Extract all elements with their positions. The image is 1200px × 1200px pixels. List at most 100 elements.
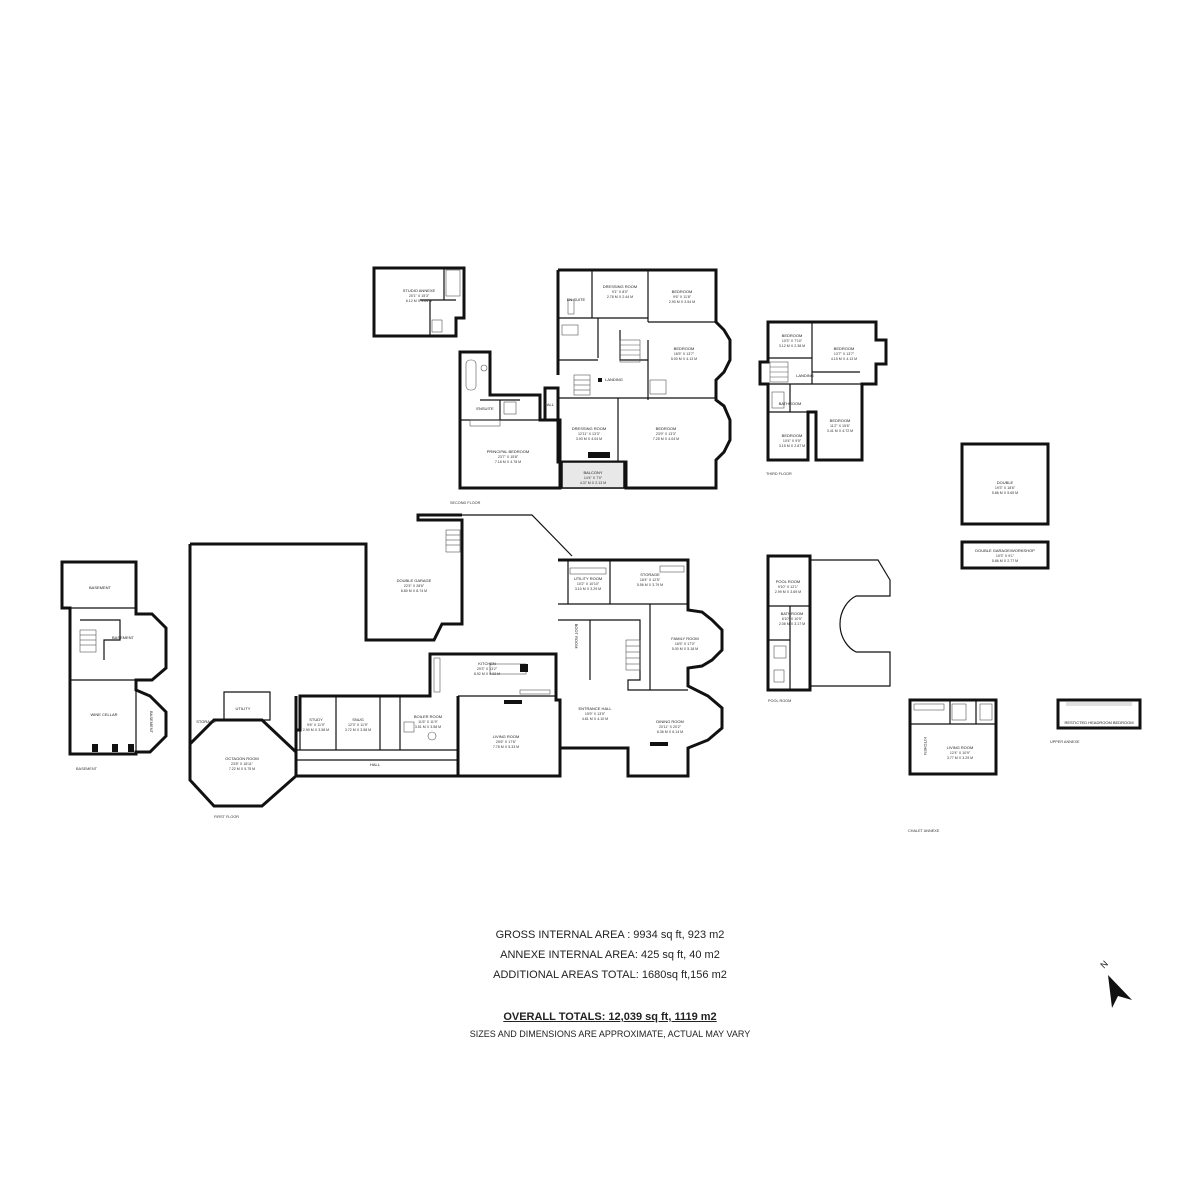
gross-internal-area: GROSS INTERNAL AREA : 9934 sq ft, 923 m2 [495,929,725,941]
room-metric-bedroom-third-a: 3.12 M X 2.38 M [779,344,805,348]
room-dims-living-room-chalet: 12'4" X 10'9" [950,751,971,755]
room-metric-dressing-room-second: 3.93 M X 4.04 M [576,437,602,441]
room-dims-double-garage-workshop: 19'3" X 9'1" [996,554,1015,558]
room-metric-kitchen: 8.92 M X 4.02 M [474,672,500,676]
room-metric-bedroom-second: 7.25 M X 4.04 M [653,437,679,441]
room-name-octagon-room: OCTAGON ROOM [225,756,258,761]
room-metric-principal-bedroom: 7.18 M X 4.78 M [495,460,521,464]
room-dims-boiler-room: 11'6" X 11'9" [418,720,438,724]
room-name-double-garage-workshop: DOUBLE GARAGE/WORKSHOP [975,548,1035,553]
room-dims-octagon-room: 23'8" X 18'11" [231,762,254,766]
room-dims-bedroom-third-b: 13'7" X 13'7" [834,352,855,356]
room-dims-double-garage: 22'4" X 28'6" [404,584,425,588]
room-name-boot-room: BOOT ROOM [574,624,579,649]
area-summary: GROSS INTERNAL AREA : 9934 sq ft, 923 m2… [400,925,820,1041]
room-name-wine-cellar: WINE CELLAR [90,712,117,717]
floor-label-chalet-annexe: CHALET ANNEXE [908,829,940,833]
room-metric-bedroom-third-d: 3.41 M X 4.72 M [827,429,853,433]
room-metric-study: 2.90 M X 3.58 M [303,728,329,732]
outbuildings-plan: DOUBLE 19'3" X 18'6" 5.86 M X 5.65 M DOU… [960,442,1050,570]
room-dims-pool-room: 9'10" X 12'1" [778,585,799,589]
room-dims-bedroom-second: 23'9" X 13'3" [656,432,677,436]
pool-room-plan: POOL ROOM 9'10" X 12'1" 2.99 M X 3.69 M … [766,554,891,703]
room-name-family-room: FAMILY ROOM [671,636,698,641]
room-name-ensuite: ENSUITE [476,406,494,411]
room-metric-storage-first: 5.56 M X 3.79 M [637,583,663,587]
room-name-bedroom-third-b: BEDROOM [834,346,855,351]
room-metric-living-room: 7.78 M X 5.33 M [493,745,519,749]
basement-plan: BASEMENT BASEMENT WINE CELLAR BASEMENT B… [60,560,168,771]
room-name-kitchen: KITCHEN [478,661,496,666]
third-floor-plan: BEDROOM 10'3" X 7'10" 3.12 M X 2.38 M BE… [758,320,888,476]
room-dims-bedroom-third-a: 10'3" X 7'10" [782,339,803,343]
room-metric-bedroom-top: 2.90 M X 3.54 M [669,300,695,304]
room-name-hall-first: HALL [370,762,381,767]
room-name-dressing-room-second: DRESSING ROOM [572,426,606,431]
room-name-restricted-headroom-bedroom: RESTICTED HEADROOM BEDROOM [1064,720,1133,725]
room-dims-kitchen: 29'3" X 13'2" [477,667,498,671]
room-metric-double-garage: 6.80 M X 8.74 M [401,589,427,593]
room-dims-snug: 12'3" X 11'9" [348,723,369,727]
room-name-bedroom-third-a: BEDROOM [782,333,803,338]
room-name-living-room-chalet: LIVING ROOM [947,745,974,750]
second-floor-plan: STUDIO ANNEXE 20'1" X 15'3" 6.12 M X 4.6… [372,266,732,505]
annexe-internal-area: ANNEXE INTERNAL AREA: 425 sq ft, 40 m2 [500,949,720,961]
room-dims-balcony: 14'4" X 7'0" [584,476,603,480]
room-dims-dining-room: 20'11" X 20'2" [659,725,682,729]
room-name-basement-a: BASEMENT [89,585,112,590]
room-dims-dressing-room-top: 9'1" X 8'0" [612,290,629,294]
room-name-bedroom-top: BEDROOM [672,289,693,294]
room-metric-double: 5.86 M X 5.65 M [992,491,1018,495]
floor-label-upper-annexe: UPPER ANNEXE [1050,740,1080,744]
floor-label-pool-room: POOL ROOM [768,699,791,703]
floor-label-third: THIRD FLOOR [766,472,792,476]
room-name-entrance-hall: ENTRANCE HALL [578,706,612,711]
room-dims-utility-room: 10'2" X 10'10" [577,582,600,586]
room-dims-family-room: 16'5" X 17'0" [675,642,696,646]
compass-label: N [1098,959,1110,971]
room-name-dressing-room-top: DRESSING ROOM [603,284,637,289]
floor-label-first: FIRST FLOOR [214,815,239,819]
room-name-snug: SNUG [352,717,364,722]
room-metric-boiler-room: 3.51 M X 3.58 M [415,725,441,729]
room-dims-bedroom-third-c: 10'4" X 9'5" [783,439,802,443]
room-name-double-garage: DOUBLE GARAGE [397,578,432,583]
room-name-hall-second: HALL [544,402,555,407]
room-name-bathroom-pool: BATHROOM [781,611,804,616]
room-metric-family-room: 5.00 M X 5.18 M [672,647,698,651]
room-metric-bedroom-third-c: 3.15 M X 2.87 M [779,444,805,448]
room-name-landing-third: LANDING [796,373,814,378]
room-metric-utility-room: 3.10 M X 3.29 M [575,587,601,591]
room-dims-double: 19'3" X 18'6" [995,486,1016,490]
room-dims-living-room: 25'6" X 17'6" [496,740,517,744]
room-dims-storage-first: 18'4" X 12'5" [640,578,661,582]
room-name-bathroom-third: BATHROOM [779,401,802,406]
room-name-balcony: BALCONY [583,470,602,475]
room-metric-octagon-room: 7.22 M X 5.75 M [229,767,255,771]
room-metric-pool-room: 2.99 M X 3.69 M [775,590,801,594]
chalet-annexe-plan: KITCHEN LIVING ROOM 12'4" X 10'9" 3.77 M… [908,698,998,833]
room-dims-study: 9'6" X 11'9" [307,723,326,727]
room-name-bedroom-third-d: BEDROOM [830,418,851,423]
floor-label-second: SECOND FLOOR [450,501,481,505]
room-dims-bathroom-pool: 6'10" X 10'5" [782,617,803,621]
room-dims-entrance-hall: 15'9" X 13'5" [585,712,606,716]
additional-areas-total: ADDITIONAL AREAS TOTAL: 1680sq ft,156 m2 [493,969,727,981]
room-name-boiler-room: BOILER ROOM [414,714,442,719]
room-metric-bedroom-mid: 5.00 M X 4.13 M [671,357,697,361]
room-name-kitchen-chalet: KITCHEN [923,737,928,755]
room-name-basement-b: BASEMENT [112,635,135,640]
room-dims-principal-bedroom: 23'7" X 15'8" [498,455,519,459]
upper-annexe-plan: RESTICTED HEADROOM BEDROOM UPPER ANNEXE [1050,698,1142,744]
room-metric-dining-room: 6.36 M X 6.14 M [657,730,683,734]
room-name-living-room: LIVING ROOM [493,734,520,739]
room-name-dining-room: DINING ROOM [656,719,684,724]
room-name-en-suite: EN SUITE [567,297,586,302]
room-dims-bedroom-third-d: 11'2" X 15'6" [830,424,851,428]
room-name-utility-room: UTILITY ROOM [574,576,602,581]
room-metric-studio-annexe: 6.12 M X 4.64 M [406,299,432,303]
room-metric-double-garage-workshop: 5.86 M X 2.77 M [992,559,1018,563]
room-dims-dressing-room-second: 12'11" X 13'3" [578,432,601,436]
room-dims-bedroom-top: 9'6" X 11'8" [673,295,692,299]
